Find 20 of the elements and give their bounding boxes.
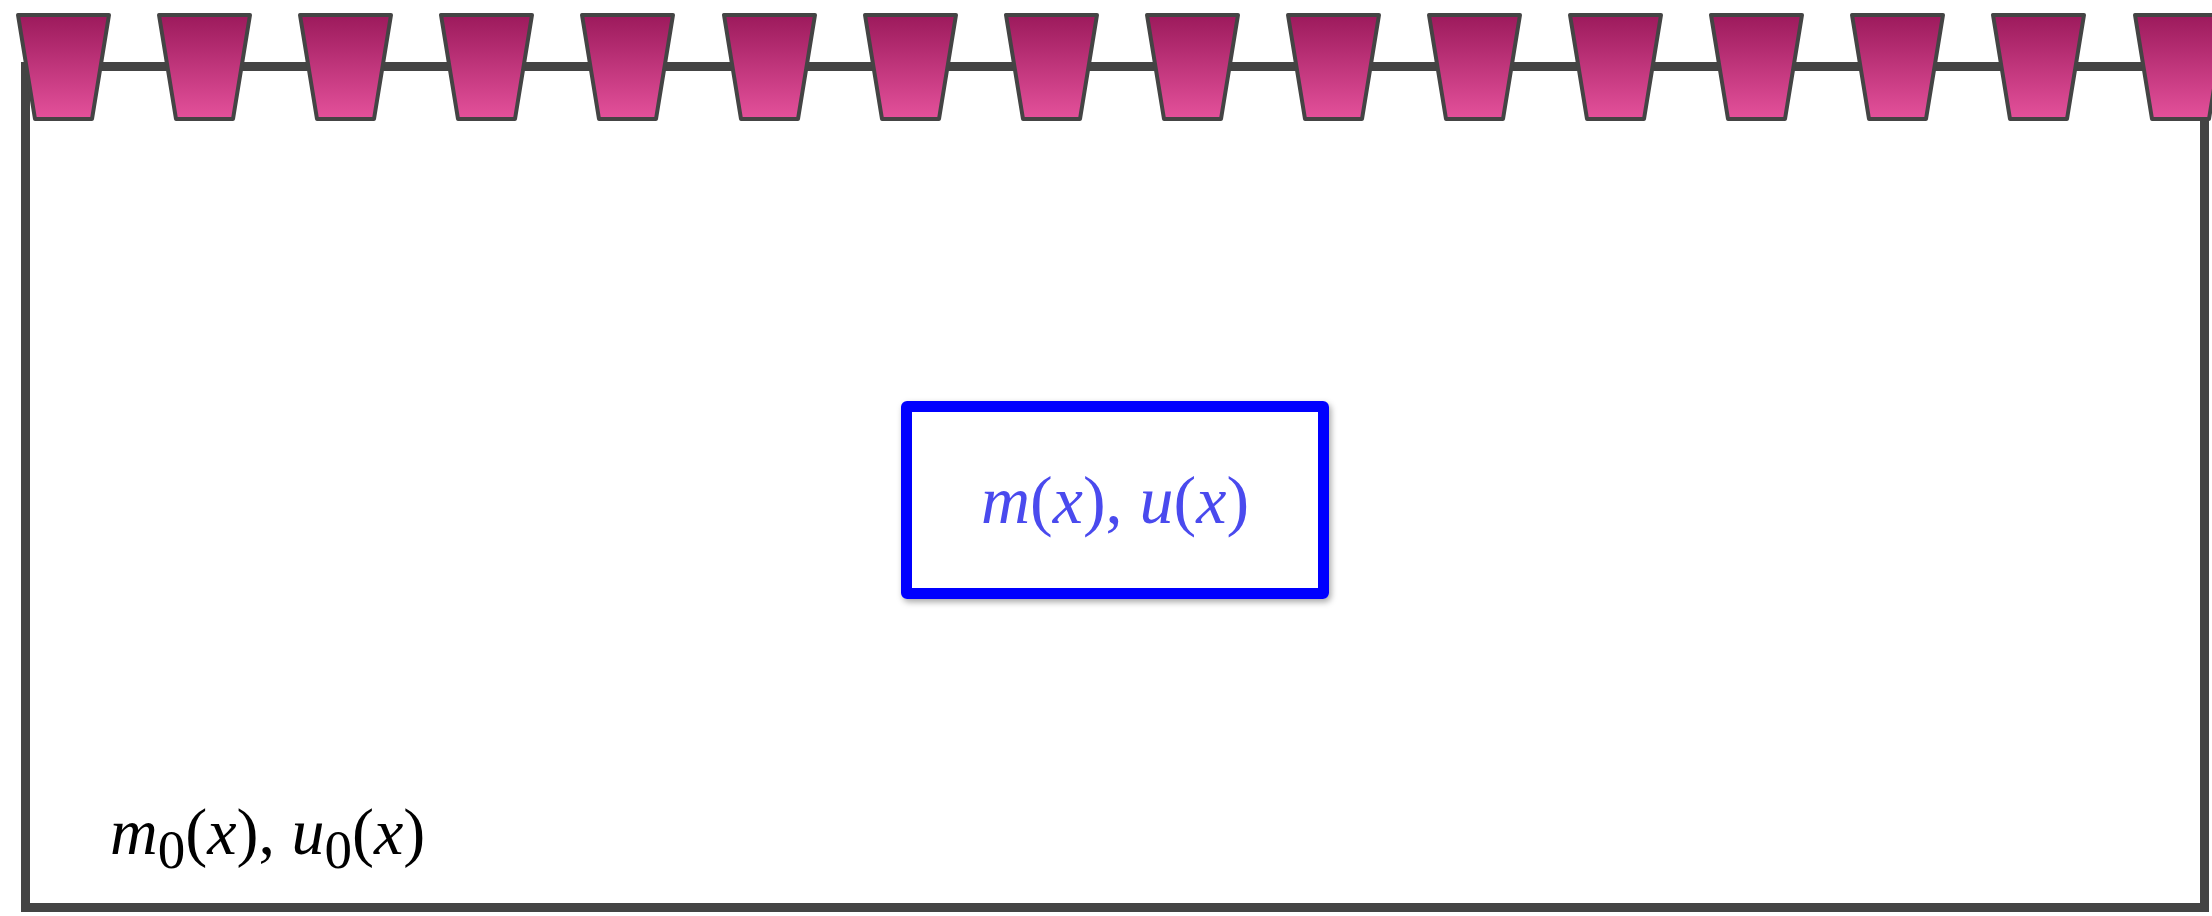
domain-box: [21, 62, 2209, 912]
sensor-icon: [157, 13, 253, 121]
sensor-icon: [1144, 13, 1240, 121]
region-box: [901, 401, 1329, 599]
estimate-label: m(x), u(x): [980, 460, 1250, 540]
sensor-icon: [2132, 13, 2212, 121]
initial-condition-label: m$_{0}$(x), u$_{0}$(x): [110, 793, 426, 881]
sensor-icon: [1991, 13, 2087, 121]
sensor-icon: [1003, 13, 1099, 121]
sensor-icon: [298, 13, 394, 121]
sensor-icon: [580, 13, 676, 121]
sensor-icon: [1285, 13, 1381, 121]
sensor-icon: [1850, 13, 1946, 121]
sensor-icon: [862, 13, 958, 121]
sensor-icon: [1709, 13, 1805, 121]
sensor-icon: [1568, 13, 1664, 121]
sensor-icon: [439, 13, 535, 121]
sensor-icon: [721, 13, 817, 121]
sensor-icon: [16, 13, 111, 121]
sensor-icon: [1427, 13, 1522, 121]
